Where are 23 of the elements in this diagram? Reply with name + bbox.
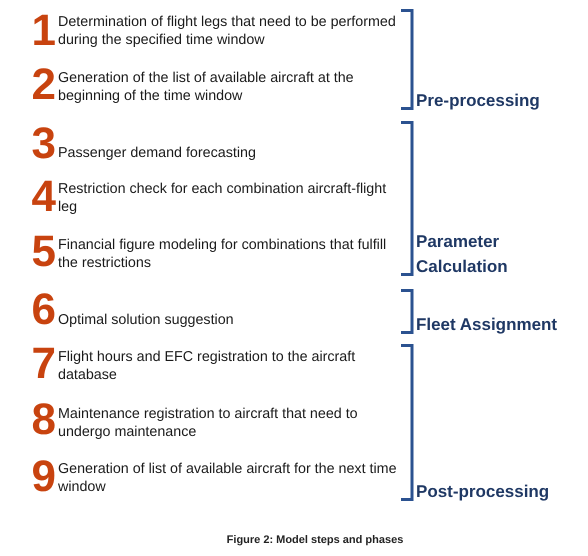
step-description: Generation of list of available aircraft for the next time window (58, 460, 398, 496)
step-number: 2 (32, 68, 56, 101)
step-number: 5 (32, 235, 56, 268)
phase-label: Pre-processing (416, 90, 540, 112)
step-description: Flight hours and EFC registration to the aircraft database (58, 348, 356, 384)
step-description: Restriction check for each combination aircraft-flight leg (58, 180, 388, 216)
step-number: 9 (32, 460, 56, 493)
figure-caption: Figure 2: Model steps and phases (226, 533, 404, 547)
phase-label: Post-processing (416, 481, 550, 503)
phase-label: Fleet Assignment (416, 314, 558, 336)
step-number: 1 (32, 14, 56, 47)
step-number: 7 (32, 347, 56, 380)
step-description: Maintenance registration to aircraft that need to undergo maintenance (58, 405, 359, 441)
step-description: Determination of flight legs that need to be performed during the specified time window (58, 13, 397, 49)
phase-label: Parameter Calculation (416, 231, 509, 278)
step-description: Generation of the list of available aircraft at the beginning of the time window (58, 69, 355, 105)
step-number: 6 (32, 293, 56, 326)
step-description: Optimal solution suggestion (58, 311, 235, 329)
step-description: Passenger demand forecasting (58, 144, 257, 162)
step-number: 4 (32, 180, 56, 213)
step-number: 8 (32, 403, 56, 436)
step-number: 3 (32, 127, 56, 160)
step-description: Financial figure modeling for combinations that fulfill the restrictions (58, 236, 388, 272)
